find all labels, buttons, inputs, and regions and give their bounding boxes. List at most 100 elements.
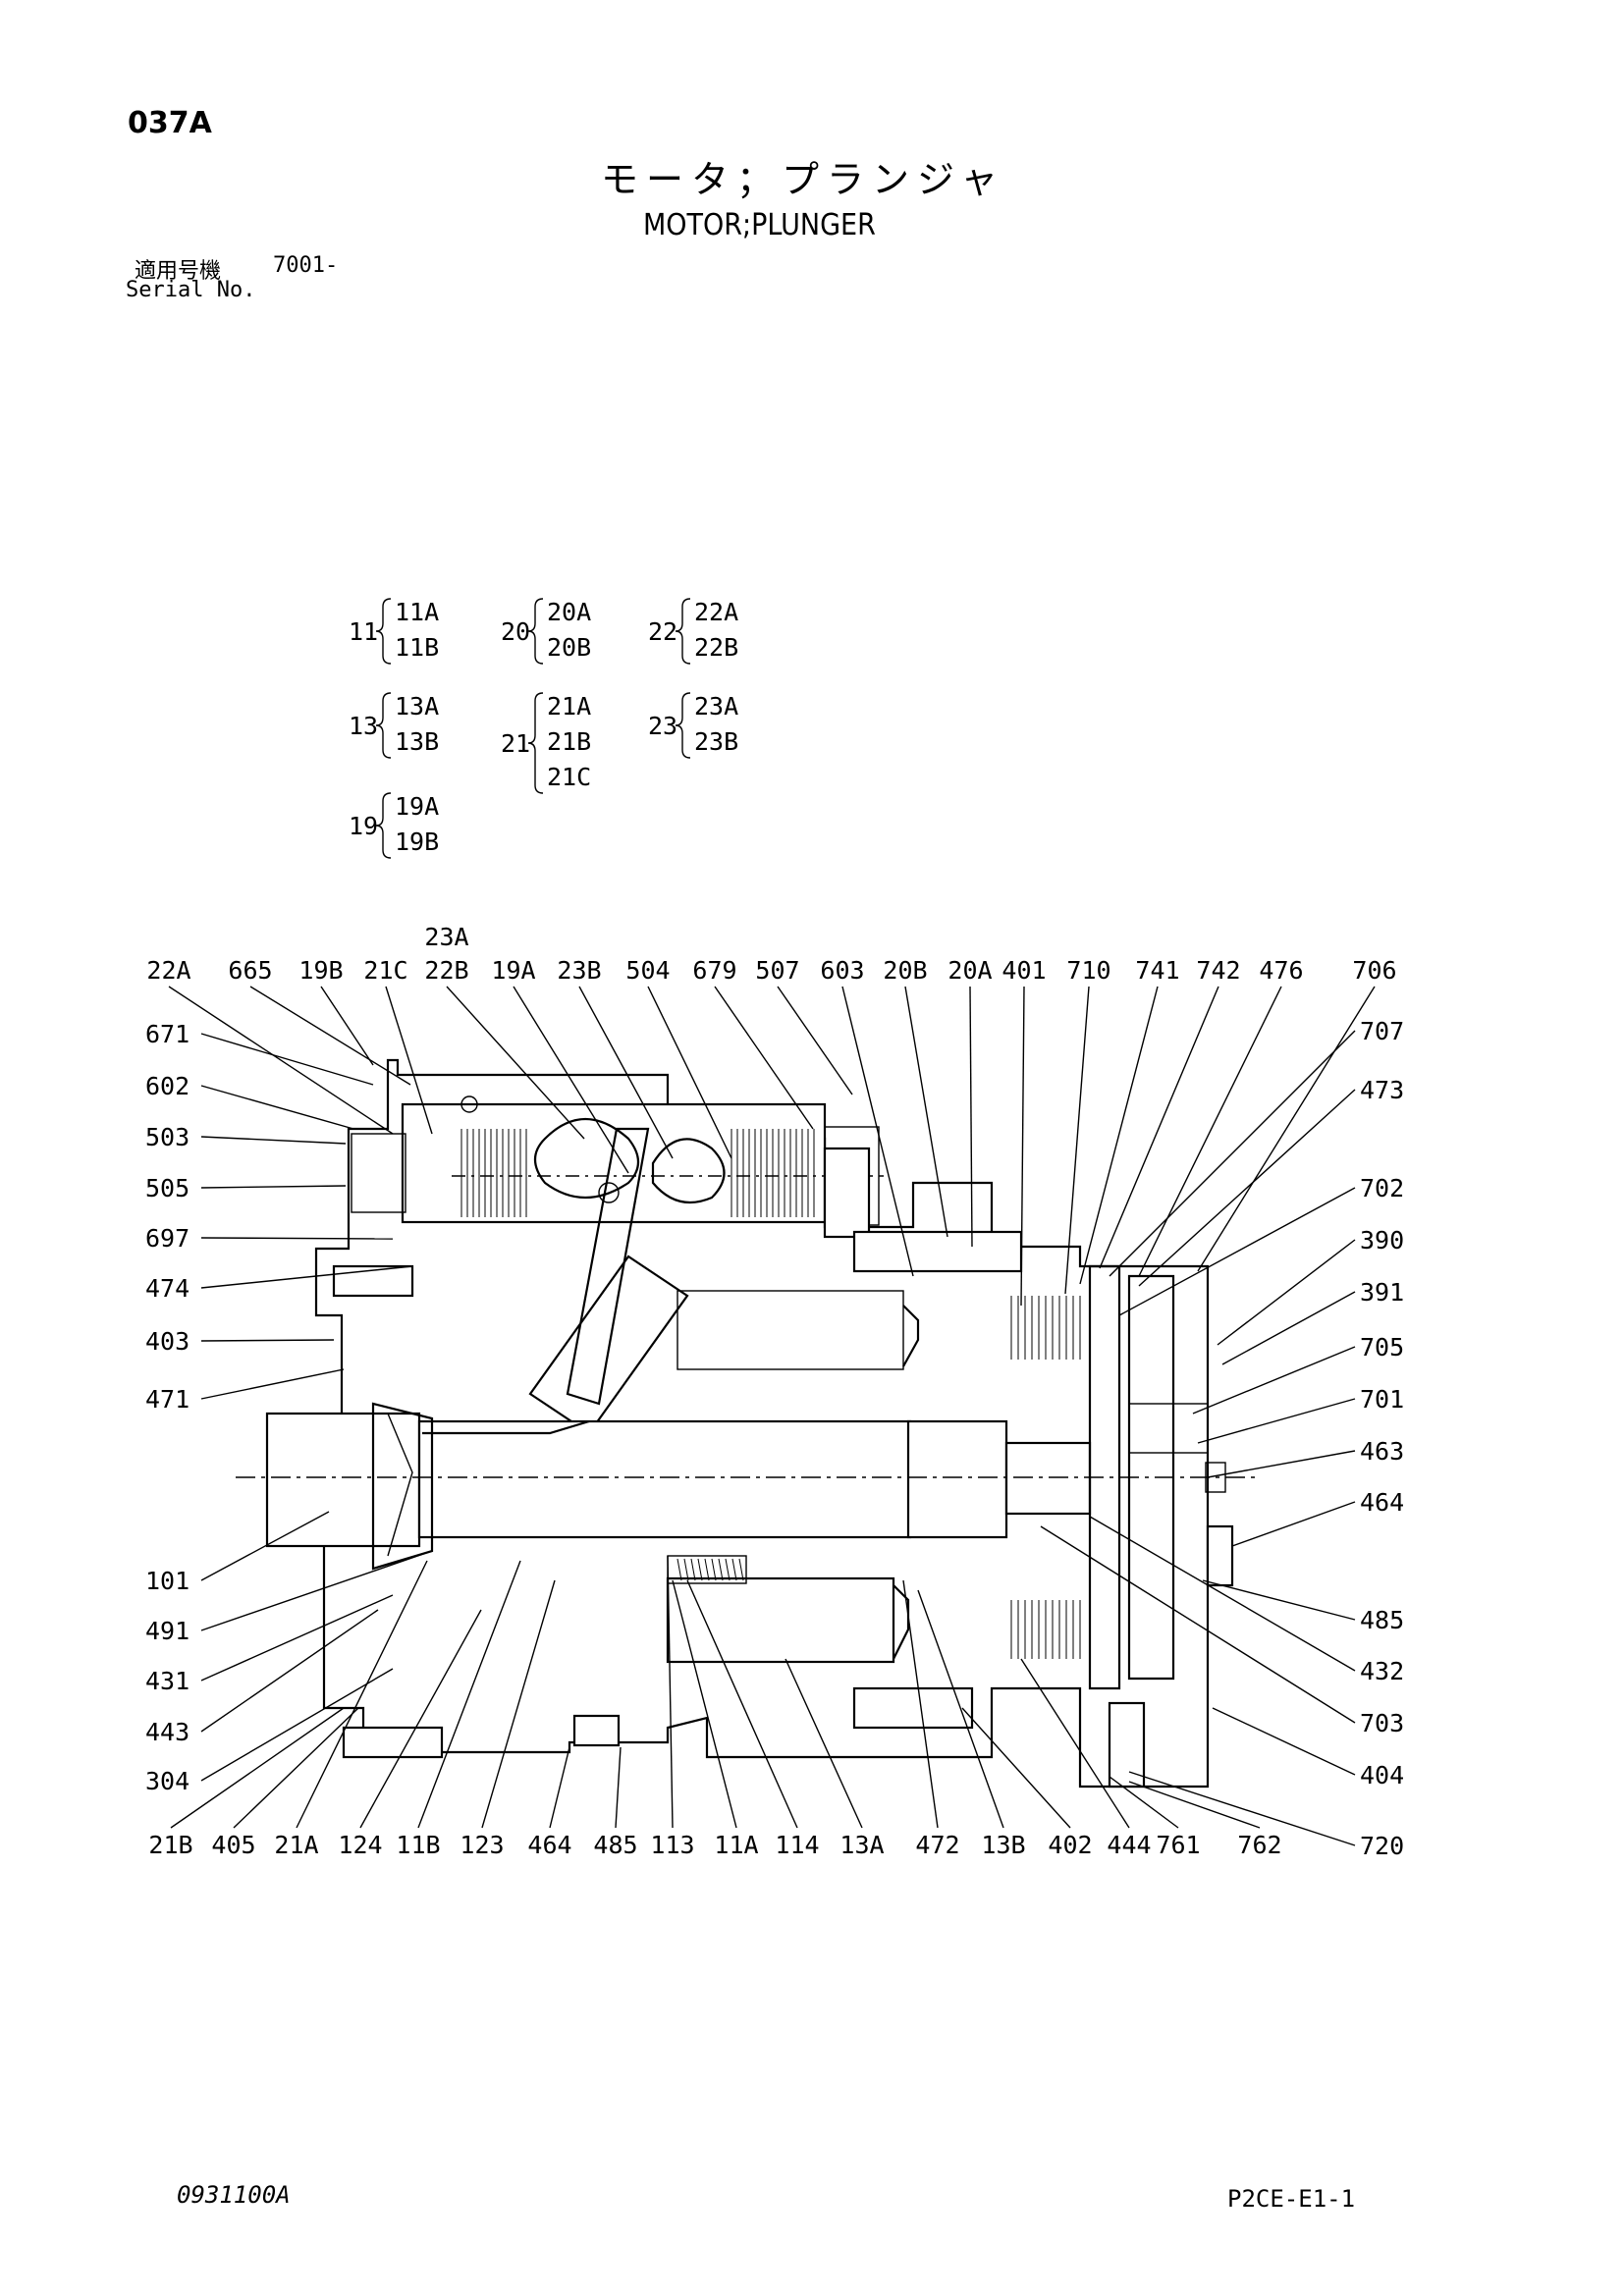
leader-line bbox=[200, 1609, 379, 1733]
leader-line bbox=[785, 1658, 863, 1829]
spring-coil bbox=[677, 1558, 682, 1581]
leader-line bbox=[841, 986, 914, 1277]
callout-right-label: 391 bbox=[1360, 1278, 1404, 1307]
leader-line bbox=[1202, 1579, 1356, 1621]
callout-right-label: 463 bbox=[1360, 1437, 1404, 1466]
callout-top-label: 22B bbox=[424, 956, 468, 985]
leader-line bbox=[200, 1085, 354, 1130]
legend-child-label: 20B bbox=[547, 633, 591, 662]
callout-left-label: 471 bbox=[145, 1385, 189, 1414]
leader-line bbox=[672, 1579, 737, 1829]
leader-line bbox=[1118, 1187, 1356, 1316]
spring-coil bbox=[690, 1558, 696, 1581]
legend-child-label: 20A bbox=[547, 598, 591, 626]
callout-top-label: 476 bbox=[1259, 956, 1303, 985]
leader-line bbox=[200, 1136, 347, 1145]
leader-line bbox=[1197, 1398, 1356, 1444]
legend-parent-label: 20 bbox=[501, 617, 530, 646]
leader-line bbox=[667, 1555, 674, 1829]
callout-left-label: 474 bbox=[145, 1274, 189, 1303]
legend-child-label: 19A bbox=[395, 792, 439, 821]
leader-line bbox=[417, 1560, 521, 1829]
leader-line bbox=[1221, 1291, 1356, 1365]
callout-top-label: 20B bbox=[883, 956, 927, 985]
motor-cross-section bbox=[236, 1058, 1257, 1789]
leader-line bbox=[200, 1511, 330, 1581]
callout-right-label: 390 bbox=[1360, 1226, 1404, 1255]
legend-child-label: 23A bbox=[694, 692, 738, 721]
leader-line bbox=[200, 1185, 347, 1189]
callout-bottom-label: 123 bbox=[460, 1831, 504, 1859]
callout-left-label: 602 bbox=[145, 1072, 189, 1100]
legend-parent-label: 13 bbox=[349, 712, 378, 740]
callout-top-upper-label: 23A bbox=[424, 923, 468, 951]
leader-line bbox=[714, 986, 814, 1130]
leader-line bbox=[1089, 1516, 1356, 1672]
leader-line bbox=[1231, 1501, 1356, 1547]
leader-line bbox=[320, 986, 374, 1066]
spring-coil bbox=[704, 1558, 710, 1581]
callout-right-label: 473 bbox=[1360, 1076, 1404, 1104]
callout-right-label: 485 bbox=[1360, 1606, 1404, 1634]
legend-child-label: 23B bbox=[694, 727, 738, 756]
legend-brace bbox=[675, 692, 691, 759]
leader-line bbox=[961, 1707, 1071, 1829]
leader-line bbox=[777, 986, 853, 1095]
callout-top-label: 19A bbox=[491, 956, 535, 985]
legend-brace bbox=[527, 692, 544, 794]
callout-left-label: 505 bbox=[145, 1174, 189, 1202]
leader-line bbox=[359, 1609, 482, 1829]
callout-leader-lines bbox=[168, 986, 1376, 1846]
callout-top-label: 19B bbox=[298, 956, 343, 985]
callout-bottom-label: 11B bbox=[396, 1831, 440, 1859]
callout-top-label: 741 bbox=[1135, 956, 1179, 985]
leader-line bbox=[168, 986, 394, 1135]
callout-bottom-label: 21A bbox=[274, 1831, 318, 1859]
legend-parent-label: 21 bbox=[501, 729, 530, 758]
spring-coil bbox=[683, 1558, 689, 1581]
callout-bottom-label: 444 bbox=[1107, 1831, 1151, 1859]
legend-child-label: 11B bbox=[395, 633, 439, 662]
spring-coil bbox=[718, 1558, 724, 1581]
callout-top-label: 21C bbox=[363, 956, 407, 985]
callout-right-label: 702 bbox=[1360, 1174, 1404, 1202]
leader-line bbox=[200, 1237, 394, 1240]
leader-line bbox=[1128, 1771, 1356, 1846]
callout-bottom-label: 762 bbox=[1237, 1831, 1281, 1859]
callout-left-label: 503 bbox=[145, 1123, 189, 1151]
spring-coil bbox=[731, 1558, 737, 1581]
leader-line bbox=[200, 1033, 374, 1086]
page-code: 037A bbox=[128, 106, 212, 140]
page-reference: P2CE-E1-1 bbox=[1227, 2185, 1356, 2213]
callout-bottom-label: 485 bbox=[593, 1831, 637, 1859]
callout-left-label: 697 bbox=[145, 1224, 189, 1253]
title-english: MOTOR;PLUNGER bbox=[643, 208, 876, 242]
spring-coil bbox=[711, 1558, 717, 1581]
legend-brace bbox=[375, 598, 392, 665]
leader-line bbox=[902, 1579, 939, 1829]
callout-top-label: 742 bbox=[1196, 956, 1240, 985]
callout-top-label: 507 bbox=[755, 956, 799, 985]
serial-label-japanese: 適用号機 bbox=[135, 259, 222, 284]
serial-value: 7001- bbox=[273, 253, 339, 278]
legend-brace bbox=[375, 692, 392, 759]
callout-top-label: 710 bbox=[1066, 956, 1110, 985]
leader-line bbox=[1217, 1239, 1356, 1346]
callout-top-label: 665 bbox=[228, 956, 272, 985]
leader-line bbox=[1138, 1089, 1356, 1287]
callout-left-label: 101 bbox=[145, 1567, 189, 1595]
leader-line bbox=[1128, 1781, 1261, 1829]
leader-line bbox=[1079, 986, 1159, 1285]
leader-line bbox=[200, 1594, 394, 1682]
callout-right-label: 432 bbox=[1360, 1657, 1404, 1685]
leader-line bbox=[647, 986, 732, 1159]
leader-line bbox=[446, 986, 585, 1140]
callout-bottom-label: 21B bbox=[148, 1831, 192, 1859]
callout-top-label: 679 bbox=[692, 956, 736, 985]
callout-right-label: 464 bbox=[1360, 1488, 1404, 1517]
callout-bottom-label: 114 bbox=[775, 1831, 819, 1859]
callout-left-label: 491 bbox=[145, 1617, 189, 1645]
callout-left-label: 443 bbox=[145, 1718, 189, 1746]
